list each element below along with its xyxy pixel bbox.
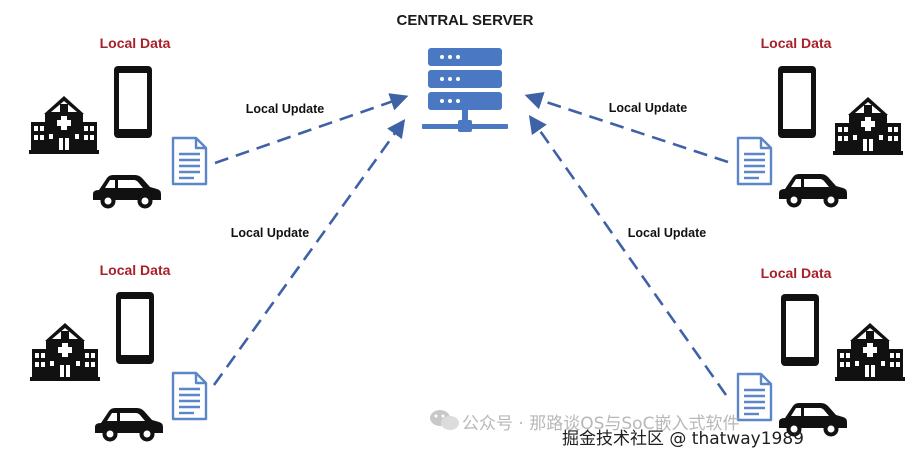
central-server-title: CENTRAL SERVER [397, 12, 534, 29]
client-top-left: Local Data [29, 35, 208, 209]
hospital-icon [833, 97, 903, 155]
update-label-top-right: Local Update [609, 101, 688, 115]
phone-icon [778, 66, 816, 138]
client-bottom-right: Local Data [736, 265, 905, 437]
hospital-icon [30, 323, 100, 381]
document-icon [171, 136, 208, 186]
document-icon [736, 136, 773, 186]
watermark-line-1: 公众号 · 那路谈OS与SoC嵌入式软件 [462, 414, 739, 434]
arrow-top-right [524, 91, 729, 164]
document-icon [736, 372, 773, 422]
car-icon [95, 408, 163, 442]
hospital-icon [835, 323, 905, 381]
local-data-label: Local Data [761, 35, 832, 51]
car-icon [93, 175, 161, 209]
phone-icon [116, 292, 154, 364]
arrow-top-left [214, 93, 409, 165]
watermark: 公众号 · 那路谈OS与SoC嵌入式软件 掘金技术社区 @ thatway198… [430, 410, 804, 449]
server-icon [422, 48, 508, 132]
local-data-label: Local Data [100, 262, 171, 278]
local-data-label: Local Data [761, 265, 832, 281]
document-icon [171, 371, 208, 421]
arrow-bottom-left [212, 119, 406, 386]
watermark-line-2: 掘金技术社区 @ thatway1989 [562, 429, 804, 449]
update-label-top-left: Local Update [246, 102, 325, 116]
phone-icon [114, 66, 152, 138]
arrow-bottom-right [528, 115, 728, 396]
local-data-label: Local Data [100, 35, 171, 51]
update-label-bottom-right: Local Update [628, 226, 707, 240]
client-bottom-left: Local Data [30, 262, 208, 442]
client-top-right: Local Data [736, 35, 903, 208]
car-icon [779, 174, 847, 208]
update-label-bottom-left: Local Update [231, 226, 310, 240]
phone-icon [781, 294, 819, 366]
hospital-icon [29, 96, 99, 154]
wechat-icon [430, 410, 459, 430]
